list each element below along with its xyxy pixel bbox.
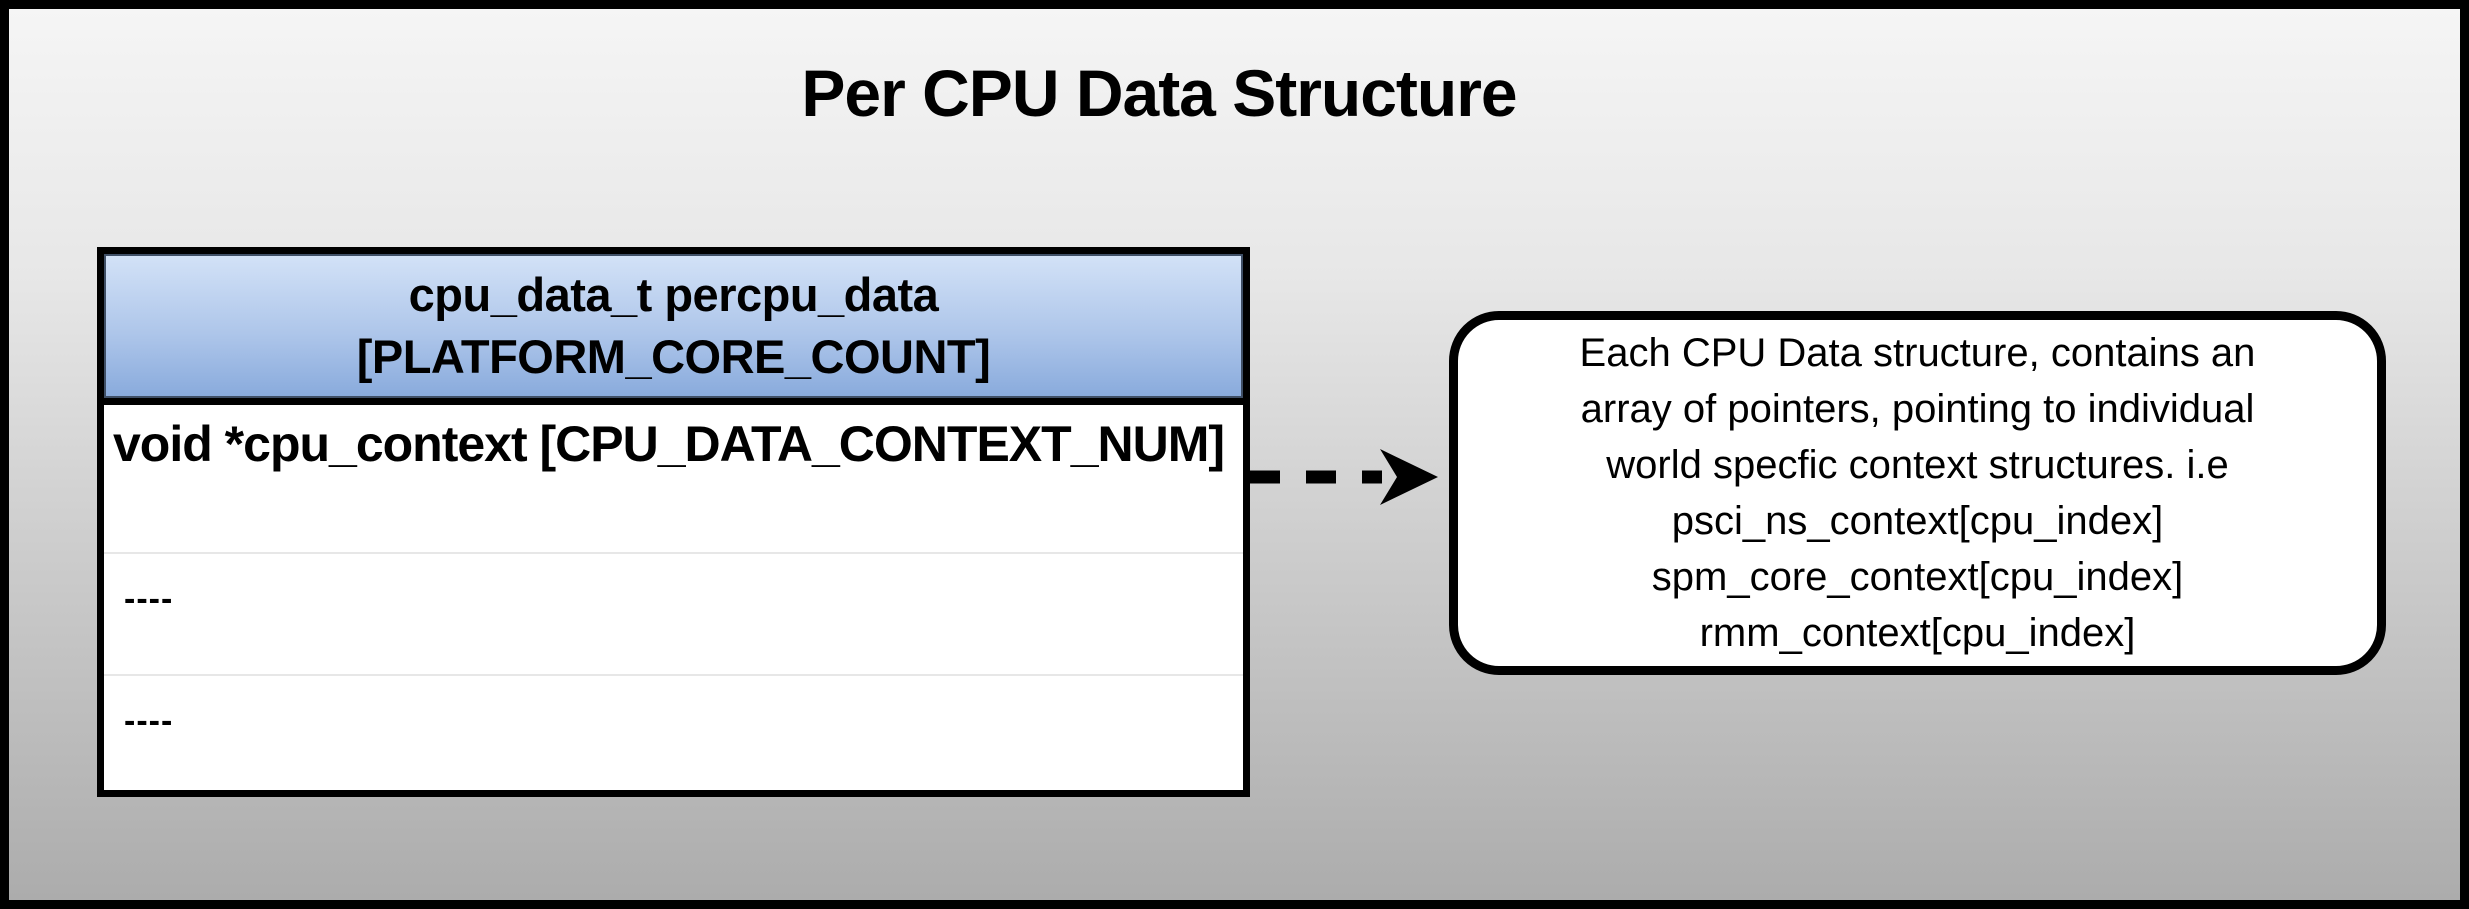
table-header-line1: cpu_data_t percpu_data bbox=[408, 268, 939, 321]
callout-line: spm_core_context[cpu_index] bbox=[1651, 555, 2184, 599]
callout-line: Each CPU Data structure, contains an bbox=[1579, 331, 2256, 375]
callout-line: array of pointers, pointing to individua… bbox=[1580, 387, 2255, 431]
table-row-placeholder-2: ---- bbox=[104, 674, 1243, 790]
table-row-cpu-context: void *cpu_context [CPU_DATA_CONTEXT_NUM] bbox=[113, 416, 1225, 472]
callout-line: rmm_context[cpu_index] bbox=[1699, 611, 2136, 655]
callout-line: world specfic context structures. i.e bbox=[1606, 443, 2229, 487]
table-header: cpu_data_t percpu_data [PLATFORM_CORE_CO… bbox=[104, 254, 1243, 405]
callout-line: psci_ns_context[cpu_index] bbox=[1671, 499, 2164, 543]
percpu-data-table: cpu_data_t percpu_data [PLATFORM_CORE_CO… bbox=[97, 247, 1250, 797]
table-row-placeholder-1: ---- bbox=[104, 552, 1243, 674]
diagram-title: Per CPU Data Structure bbox=[801, 56, 1517, 130]
table-header-line2: [PLATFORM_CORE_COUNT] bbox=[356, 330, 991, 383]
dashed-arrow-icon bbox=[1250, 449, 1438, 505]
callout-box: Each CPU Data structure, contains an arr… bbox=[1449, 311, 2386, 675]
